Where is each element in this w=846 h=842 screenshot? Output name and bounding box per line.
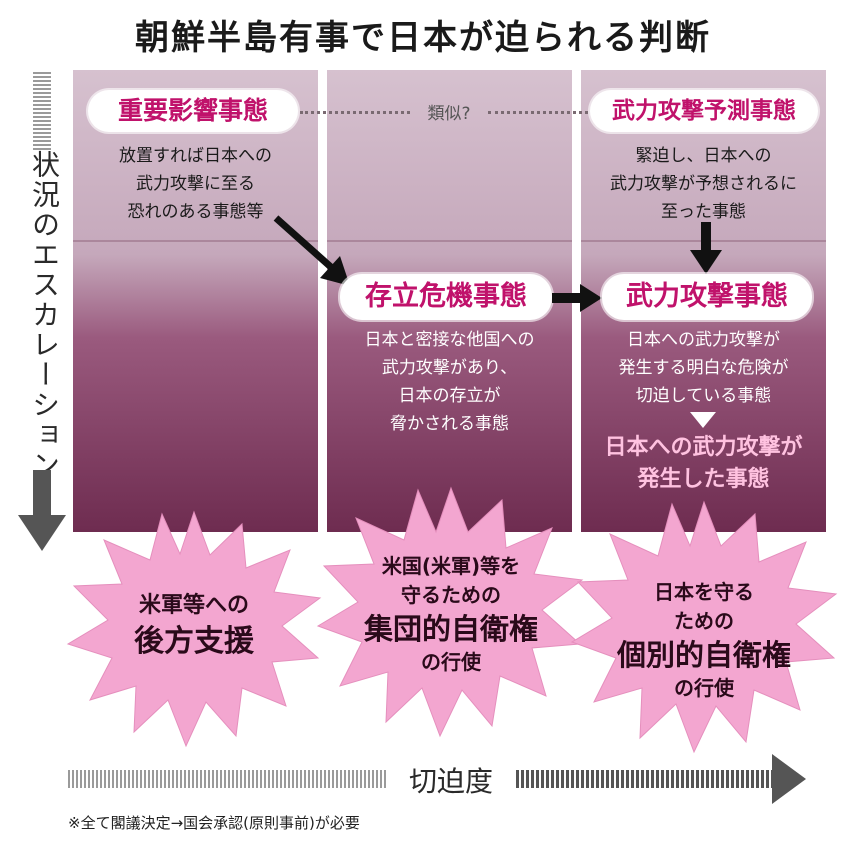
arrow-right-large-icon <box>772 754 806 804</box>
burst-shape-1 <box>66 510 322 748</box>
urgency-axis-bar-right <box>516 770 776 788</box>
column-background-1 <box>73 70 318 532</box>
desc-buryoku-kogeki-hassei: 日本への武力攻撃が 発生した事態 <box>604 435 803 492</box>
burst-shape-3 <box>570 500 838 754</box>
pill-buryoku-kogeki-yosoku-jitai: 武力攻撃予測事態 <box>590 90 818 132</box>
desc-buryoku-kogeki: 日本への武力攻撃が 発生する明白な危険が 切迫している事態 <box>618 330 789 406</box>
arrow-down-icon <box>18 515 66 551</box>
burst-text-1: 米軍等への 後方支援 <box>134 593 254 659</box>
burst-text-3: 日本を守る ための 個別的自衛権 の行使 <box>616 580 791 700</box>
urgency-axis-label: 切迫度 <box>408 765 493 798</box>
arrow-down-small-icon <box>690 222 722 274</box>
pill-juyo-eikyo-jitai: 重要影響事態 <box>88 90 298 132</box>
burst-shape-2 <box>316 486 584 738</box>
similar-dotted-line-left <box>300 111 410 114</box>
similar-label: 類似? <box>427 104 471 124</box>
urgency-axis-bar-left <box>68 770 386 788</box>
escalation-axis-label: 状況のエスカレーション <box>28 150 61 480</box>
escalation-axis-bar <box>33 72 51 152</box>
page-title: 朝鮮半島有事で日本が迫られる判断 <box>135 18 711 58</box>
similar-dotted-line-right <box>488 111 588 114</box>
pill-sonritsu-kiki-jitai: 存立危機事態 <box>340 274 552 320</box>
footnote: ※全て閣議決定→国会承認(原則事前)が必要 <box>68 814 360 832</box>
desc-sonritsu-kiki: 日本と密接な他国への 武力攻撃があり、 日本の存立が 脅かされる事態 <box>364 330 535 434</box>
pill-buryoku-kogeki-jitai: 武力攻撃事態 <box>602 274 812 320</box>
triangle-down-icon <box>690 412 716 428</box>
burst-text-2: 米国(米軍)等を 守るための 集団的自衛権 の行使 <box>363 554 538 674</box>
desc-juyo-eikyo: 放置すれば日本への 武力攻撃に至る 恐れのある事態等 <box>119 146 272 222</box>
arrow-diagonal-icon <box>273 215 350 286</box>
arrow-right-icon <box>552 284 602 312</box>
desc-buryoku-kogeki-yosoku: 緊迫し、日本への 武力攻撃が予想されるに 至った事態 <box>610 146 797 222</box>
escalation-axis-bar-lower <box>33 470 51 520</box>
